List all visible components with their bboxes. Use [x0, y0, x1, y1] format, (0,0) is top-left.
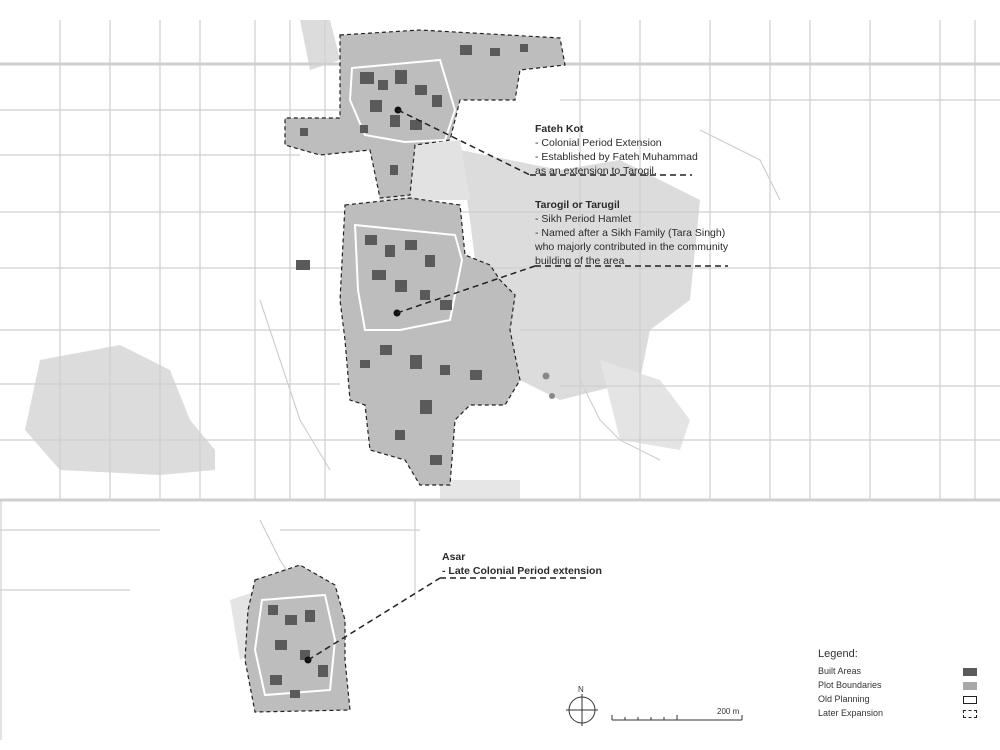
legend-label: Plot Boundaries: [818, 680, 882, 690]
asar-cluster: [244, 564, 351, 713]
fateh-kot-line: as an extension to Tarogil.: [535, 165, 657, 177]
tarogil-line: building of the area: [535, 255, 625, 267]
fateh-kot-old-planning: [348, 58, 457, 144]
scale-bar: [611, 715, 743, 721]
asar-title: Asar: [442, 551, 466, 563]
scale-label: 200 m: [717, 707, 740, 716]
fateh-kot-line: - Colonial Period Extension: [535, 137, 662, 149]
tarogil-title: Tarogil or Tarugil: [535, 199, 620, 211]
tarogil-line: - Named after a Sikh Family (Tara Singh): [535, 227, 726, 239]
asar-old-planning: [253, 593, 337, 697]
legend-title: Legend:: [818, 648, 858, 660]
legend-label: Later Expansion: [818, 708, 884, 718]
fateh-kot-line: - Established by Fateh Muhammad: [535, 151, 698, 163]
later-expansion-swatch: [963, 710, 977, 718]
north-arrow-icon: [566, 694, 598, 726]
plot-swatch: [963, 682, 977, 690]
legend-label: Built Areas: [818, 666, 862, 676]
fateh-kot-expansion-boundary: [284, 29, 566, 199]
fateh-kot-title: Fateh Kot: [535, 123, 584, 135]
legend-label: Old Planning: [818, 694, 870, 704]
fateh-kot-cluster: [284, 29, 566, 270]
legend-item: Built Areas: [818, 666, 988, 680]
tarogil-line: who majorly contributed in the community: [535, 241, 729, 253]
built-swatch: [963, 668, 977, 676]
road-network: [0, 20, 1000, 740]
leader-lines: [307, 109, 728, 661]
tarogil-cluster: [339, 197, 521, 486]
legend-item: Later Expansion: [818, 708, 988, 722]
old-planning-swatch: [963, 696, 977, 704]
asar-line: - Late Colonial Period extension: [442, 565, 602, 577]
fateh-kot-annotation: Fateh Kot - Colonial Period Extension - …: [535, 122, 698, 178]
pond-markers: [542, 372, 555, 399]
legend: Legend: Built Areas Plot Boundaries Old …: [818, 648, 988, 722]
tarogil-expansion-boundary: [339, 197, 521, 486]
legend-item: Plot Boundaries: [818, 680, 988, 694]
tarogil-old-planning: [353, 223, 464, 331]
legend-item: Old Planning: [818, 694, 988, 708]
asar-annotation: Asar - Late Colonial Period extension: [442, 550, 602, 578]
tarogil-annotation: Tarogil or Tarugil - Sikh Period Hamlet …: [535, 198, 728, 268]
north-label: N: [578, 685, 584, 694]
tarogil-line: - Sikh Period Hamlet: [535, 213, 632, 225]
